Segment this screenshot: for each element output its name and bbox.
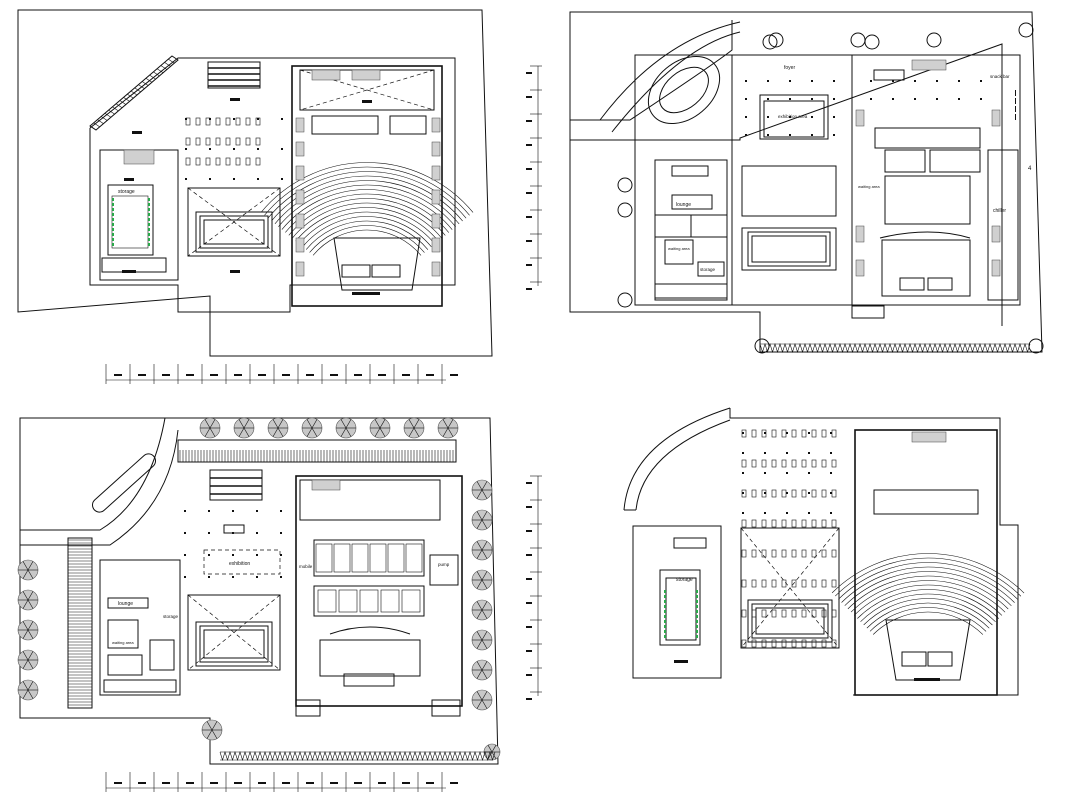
snack-bar-label: snack bar bbox=[990, 74, 1010, 79]
storage-label-d: storage bbox=[676, 577, 693, 583]
auditorium-block bbox=[260, 65, 474, 307]
foyer-label: foyer bbox=[784, 65, 795, 71]
dimension-line-bottom bbox=[105, 364, 458, 384]
plan-a-ground-floor: storage bbox=[17, 9, 542, 384]
column-grid bbox=[185, 118, 283, 180]
dimension-line-right bbox=[526, 65, 542, 290]
fence-c bbox=[219, 750, 496, 762]
column-grid-b bbox=[745, 80, 982, 136]
chiller-label: chiller bbox=[993, 208, 1006, 214]
storage-wing: storage bbox=[99, 149, 179, 281]
trees-c bbox=[17, 417, 501, 761]
fence-b bbox=[759, 342, 1031, 354]
trees-b bbox=[617, 22, 1044, 354]
column-grid-c bbox=[184, 510, 282, 578]
plan-c-landscaped: exhibition lounge waiting area storage m… bbox=[17, 417, 542, 792]
mobile-label: mobile bbox=[299, 564, 313, 569]
dimension-bottom-c bbox=[105, 772, 458, 792]
parking-rows bbox=[185, 117, 261, 166]
waiting-area-label-c: waiting area bbox=[112, 640, 134, 645]
parking-rows-d bbox=[741, 429, 837, 648]
ramp-hatch bbox=[89, 55, 179, 131]
lounge-label-c: lounge bbox=[118, 601, 133, 607]
pump-label: pump bbox=[438, 562, 450, 567]
exhibition-area-label: exhibition area bbox=[778, 114, 808, 119]
site-boundary bbox=[17, 9, 493, 357]
entrance-steps bbox=[207, 61, 261, 89]
plan-d-auditorium: storage bbox=[623, 407, 1025, 696]
storage-label-a: storage bbox=[118, 189, 135, 195]
dimension-right-c bbox=[526, 475, 542, 700]
mark-4: 4 bbox=[1028, 166, 1032, 172]
plan-b-first-floor: foyer exhibition area snack bar lounge w… bbox=[569, 11, 1044, 354]
storage-label-c: storage bbox=[163, 614, 179, 619]
column-grid-d bbox=[742, 432, 832, 514]
exhibition-label-c: exhibition bbox=[229, 561, 250, 567]
storage-label-b: storage bbox=[700, 267, 716, 272]
lounge-label-b: lounge bbox=[676, 202, 691, 208]
site-boundary-b bbox=[569, 11, 1043, 353]
central-court bbox=[187, 187, 281, 273]
waiting-area-label-b1: waiting area bbox=[668, 246, 690, 251]
building-outline bbox=[89, 57, 456, 313]
waiting-area-label-b2: waiting area bbox=[858, 184, 880, 189]
